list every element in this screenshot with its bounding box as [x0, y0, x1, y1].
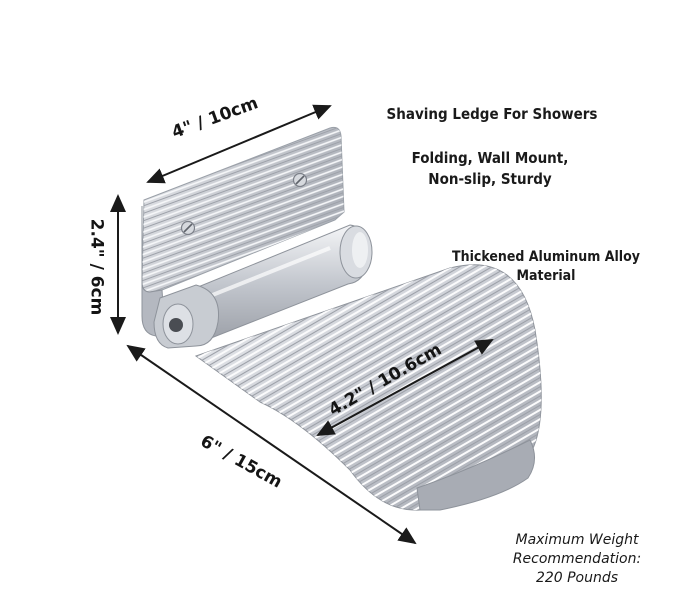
feature-list: Folding, Wall Mount, Non-slip, Sturdy: [392, 148, 588, 190]
weight-line: Maximum Weight: [515, 532, 639, 548]
hinge: [153, 224, 373, 349]
material-note: Thickened Aluminum Alloy Material: [440, 248, 652, 286]
height-dimension-label: 2.4" / 6cm: [86, 218, 107, 316]
product-title: Shaving Ledge For Showers: [386, 105, 598, 123]
weight-line: Recommendation:: [512, 551, 642, 567]
material-line: Material: [516, 268, 576, 284]
feature-line: Folding, Wall Mount,: [411, 149, 569, 167]
material-line: Thickened Aluminum Alloy: [452, 249, 640, 265]
width-arrow: [146, 104, 332, 184]
feature-line: Non-slip, Sturdy: [428, 170, 552, 188]
dimension-arrows: [110, 104, 494, 545]
screw-icon: [292, 172, 308, 188]
plate-width-arrow: [316, 339, 494, 436]
depth-arrow: [126, 344, 417, 545]
weight-line: 220 Pounds: [535, 570, 619, 586]
weight-note: Maximum Weight Recommendation: 220 Pound…: [492, 531, 662, 588]
screw-icon: [180, 220, 196, 236]
